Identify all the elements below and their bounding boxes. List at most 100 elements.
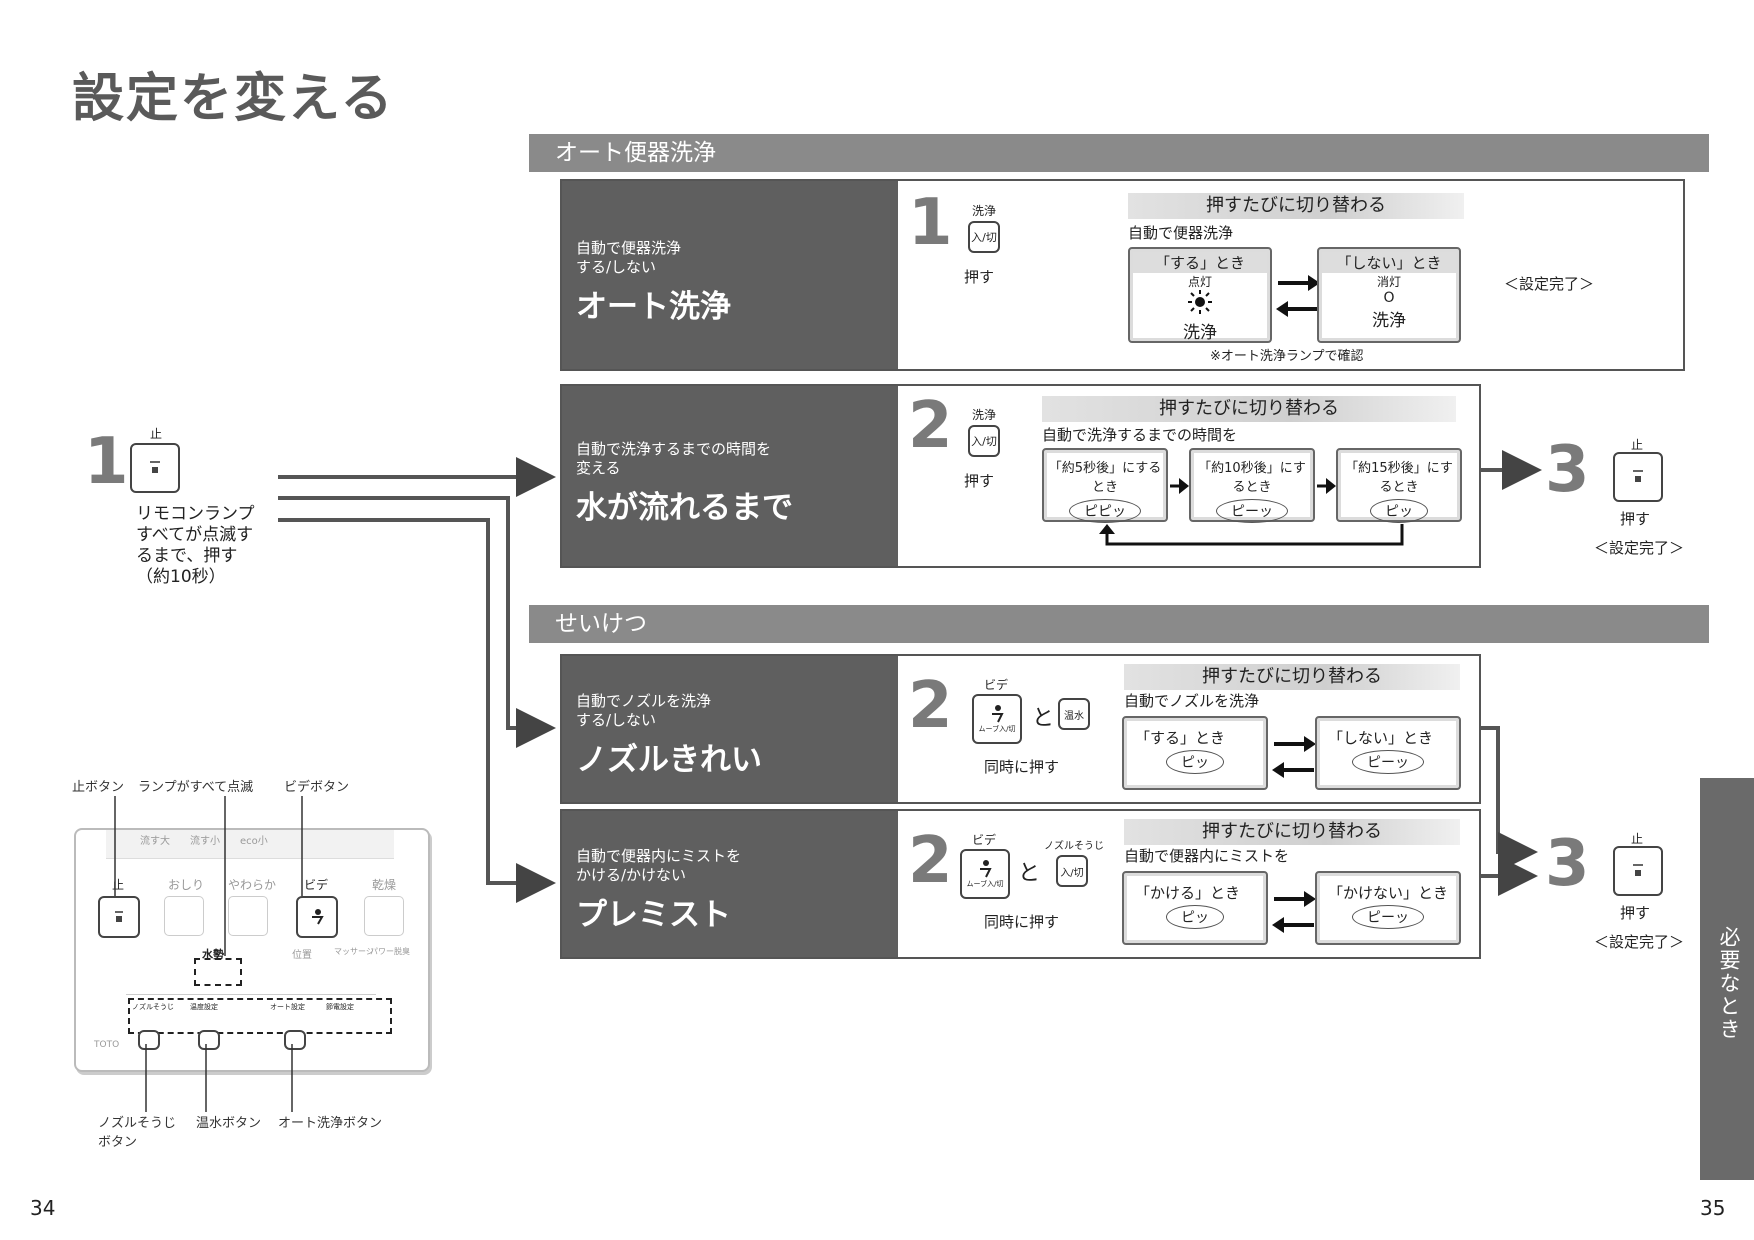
card-sub-line: 自動で洗浄するまでの時間を (576, 440, 772, 458)
side-tab: 必要なとき (1700, 778, 1754, 1180)
instruction-line: るまで、押す (136, 546, 238, 566)
beep-sound: ピーッ (1216, 499, 1288, 523)
instruction-line: リモコンランプ (136, 504, 255, 524)
toggle-header: 押すたびに切り替わる (1124, 664, 1460, 690)
option-off: 「しない」とき ピーッ (1315, 716, 1461, 790)
button-top-label: ビデ (972, 833, 997, 847)
remote-rear-button (164, 896, 204, 936)
toggle-arrows-icon (1272, 891, 1316, 933)
flush-onoff-button: 入/切 (968, 425, 1000, 457)
remote-top-bar: 流す大 流す小 eco小 (106, 830, 394, 859)
press-label: 同時に押す (984, 913, 1060, 931)
card-wait-time: 自動で洗浄するまでの時間を 変える 水が流れるまで 2 洗浄 入/切 押す 押す… (560, 384, 1481, 568)
card-sub-line: 自動で便器洗浄 (576, 239, 682, 257)
card-heading: ノズルきれい (576, 742, 762, 778)
callout-nozzle: ノズルそうじ ボタン (98, 1112, 176, 1150)
left-instruction: リモコンランプ すべてが点滅す るまで、押す （約10秒） (136, 504, 255, 588)
bidet-button: ムーブ入/切 (960, 849, 1010, 899)
option-title: 「約10秒後」にするとき (1198, 461, 1306, 495)
card-heading: 水が流れるまで (576, 490, 793, 526)
card-label-panel: 自動で洗浄するまでの時間を 変える 水が流れるまで (562, 386, 898, 566)
bidet-button-label: ムーブ入/切 (966, 880, 1004, 888)
remote-control: 流す大 流す小 eco小 止 おしり やわらか ビデ 乾燥 水勢 位置 マッサー… (74, 828, 430, 1072)
step-number: 2 (908, 389, 953, 463)
remote-setting-lamps: ノズルそうじ 温度設定 オート設定 節電設定 (128, 998, 392, 1034)
page-number-right: 35 (1700, 1196, 1726, 1220)
press-label: 同時に押す (984, 758, 1060, 776)
card-nozzle-clean: 自動でノズルを洗浄 する/しない ノズルきれい 2 ビデ ムーブ入/切 と 温水… (560, 654, 1481, 804)
bidet-button: ムーブ入/切 (972, 694, 1022, 744)
bidet-icon (992, 705, 1004, 723)
card-heading: オート洗浄 (576, 289, 731, 325)
option-on: 「する」とき 点灯 洗浄 (1128, 247, 1272, 343)
remote-top-label: eco小 (240, 836, 268, 847)
remote-row-label: おしり (168, 878, 205, 892)
warm-water-button: 温水 (1058, 698, 1090, 730)
step3-number: 3 (1545, 827, 1590, 901)
step3-stop-label: 止 (1631, 832, 1644, 846)
remote-bottom-label: 節電設定 (326, 1003, 354, 1011)
remote-row-label: やわらか (228, 878, 277, 892)
return-arrow-icon (1099, 524, 1404, 546)
option-15s: 「約15秒後」にするとき ピッ (1336, 448, 1462, 523)
toggle-arrows-icon (1272, 736, 1316, 778)
card-sub-line: する/しない (576, 258, 657, 276)
callout-nozzle-line: ノズルそうじ (98, 1116, 177, 1131)
toggle-arrows-icon (1276, 275, 1320, 317)
nozzle-clean-button: 入/切 (1056, 855, 1088, 887)
card-auto-flush: 自動で便器洗浄 する/しない オート洗浄 1 洗浄 入/切 押す 押すたびに切り… (560, 179, 1685, 371)
instruction-line: （約10秒） (136, 567, 226, 587)
card-sub-line: かける/かけない (576, 866, 687, 884)
press-label: 押す (964, 268, 995, 286)
beep-sound: ピッ (1370, 499, 1428, 523)
beep-sound: ピーッ (1352, 905, 1424, 929)
button-top-label: ノズルそうじ (1044, 841, 1104, 852)
remote-nozzle-clean-button (138, 1030, 160, 1050)
beep-sound: ピッ (1166, 905, 1224, 929)
remote-bidet-button (296, 896, 338, 938)
stop-icon (1633, 864, 1643, 876)
callout-stop: 止ボタン (72, 780, 125, 795)
card-sub-line: 自動で便器内にミストを (576, 847, 742, 865)
remote-row-label: 乾燥 (372, 878, 397, 892)
step3-stop-button (1613, 846, 1663, 896)
side-tab-label: 必要なとき (1717, 926, 1741, 1041)
lamp-off-icon: O (1383, 290, 1395, 306)
stop-icon (115, 911, 123, 922)
remote-soft-button (228, 896, 268, 936)
remote-warm-button (198, 1030, 220, 1050)
step3-stop-button (1613, 452, 1663, 502)
button-top-label: 洗浄 (972, 204, 997, 218)
stop-icon (150, 461, 160, 473)
callout-warm: 温水ボタン (196, 1116, 262, 1131)
button-top-label: ビデ (984, 678, 1009, 692)
remote-top-label: 流す大 (140, 836, 170, 847)
option-title: 「する」とき (1133, 252, 1267, 273)
beep-sound: ピーッ (1352, 750, 1424, 774)
option-on: 「する」とき ピッ (1122, 716, 1268, 790)
remote-deodor-label: パワー脱臭 (370, 947, 410, 956)
option-title: 「約15秒後」にするとき (1345, 461, 1453, 495)
card-label-panel: 自動で便器洗浄 する/しない オート洗浄 (562, 181, 898, 369)
step3-done: ＜設定完了＞ (1594, 539, 1685, 557)
remote-bottom-label: ノズルそうじ (132, 1003, 174, 1011)
remote-dry-button (364, 896, 404, 936)
remote-auto-flush-button (284, 1030, 306, 1050)
and-label: と (1032, 706, 1055, 731)
option-title: 「しない」とき (1328, 729, 1434, 747)
callout-auto: オート洗浄ボタン (278, 1116, 383, 1131)
remote-pos-label: 位置 (292, 950, 312, 961)
remote-row-label: ビデ (304, 878, 329, 892)
callout-lamps: ランプがすべて点滅 (138, 780, 254, 795)
page-title: 設定を変える (72, 69, 395, 129)
step3-press: 押す (1620, 510, 1651, 528)
instruction-line: すべてが点滅す (136, 525, 254, 545)
beep-sound: ピピッ (1069, 499, 1141, 523)
option-lamp-state: 消灯 (1376, 275, 1401, 289)
option-off: 「しない」とき 消灯 O 洗浄 (1317, 247, 1461, 343)
left-stop-label: 止 (150, 427, 163, 441)
remote-massage-label: マッサージ (334, 947, 374, 956)
card-heading: プレミスト (576, 897, 731, 933)
step3-done: ＜設定完了＞ (1594, 933, 1685, 951)
